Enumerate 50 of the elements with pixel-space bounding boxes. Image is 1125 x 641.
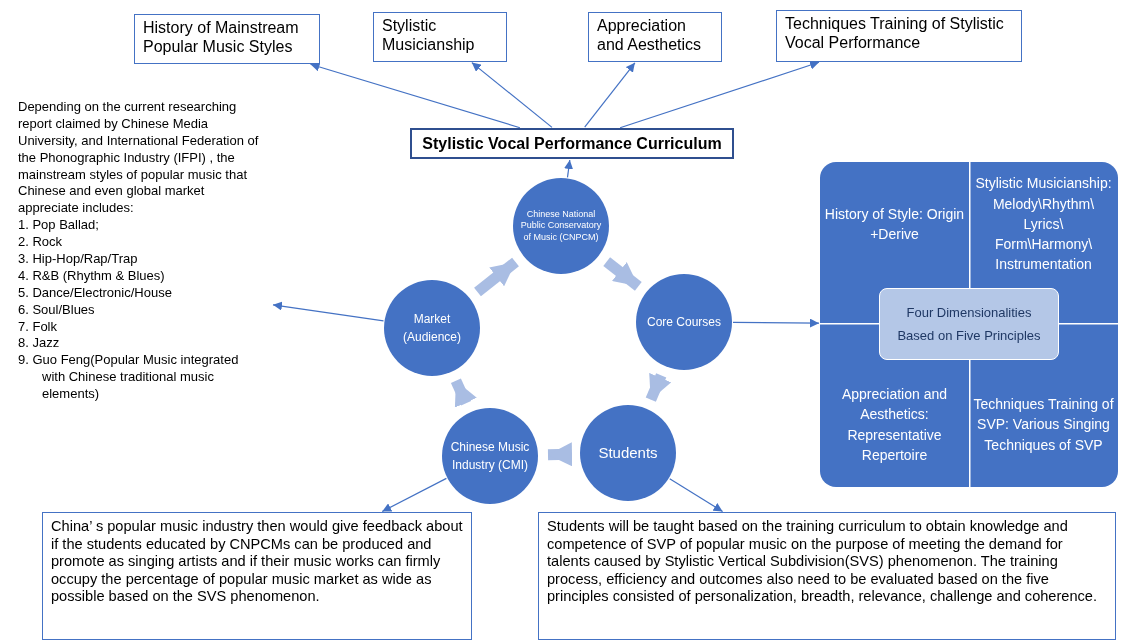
node-label: Four Dimensionalities Based on Five Principles bbox=[896, 303, 1042, 345]
text-box bbox=[588, 12, 722, 62]
node-label: Core Courses bbox=[647, 314, 721, 331]
text-box bbox=[373, 12, 507, 62]
node-label: Appreciation and Aesthetics bbox=[597, 17, 702, 54]
paragraph: Depending on the current researching report claimed by Chinese Media University, and International Federation of the Phonographic Industry (IFPI) , the mainstream styles of popular music that Chinese and even global market appreciate includes: bbox=[18, 99, 260, 218]
list-item: 3. Hip-Hop/Rap/Trap bbox=[18, 251, 139, 268]
list-item: 5. Dance/Electronic/House bbox=[18, 284, 173, 302]
node-label: Students bbox=[598, 442, 658, 463]
paragraph: Students will be taught based on the training curriculum to obtain knowledge and competence of SVP of popular music on the purpose of meeting the demand for talents caused by Stylistic Vertical Subdivision(SVS) phenomenon. The training process, efficiency and outcomes also need to be evaluated based on the five principles consisted of personalization, breadth, relevance, challenge and coherence. bbox=[547, 518, 1098, 604]
arrow bbox=[584, 62, 636, 128]
arrow bbox=[381, 477, 447, 513]
node-label: Market (Audience) bbox=[402, 311, 462, 346]
node-label: History of Mainstream Popular Music Styles bbox=[143, 19, 299, 56]
block-arrow bbox=[450, 378, 477, 408]
node-label: Stylistic Vocal Performance Curriculum bbox=[422, 134, 722, 153]
list-item: 1. Pop Ballad; bbox=[18, 217, 100, 235]
arrow bbox=[732, 318, 820, 328]
arrow bbox=[471, 62, 553, 128]
arrow bbox=[669, 478, 724, 513]
panel-background bbox=[820, 162, 1118, 487]
node-label: Techniques Training of SVP: Various Singing Techniques of SVP bbox=[973, 395, 1114, 455]
arrow bbox=[619, 60, 820, 129]
arrow bbox=[564, 159, 574, 178]
text-box bbox=[538, 512, 1116, 640]
block-arrow bbox=[645, 372, 672, 402]
node-label: History of Style: Origin +Derive bbox=[824, 204, 965, 244]
list-item: 4. R&B (Rhythm & Blues) bbox=[18, 267, 166, 285]
block-arrow bbox=[547, 442, 573, 467]
list-item: 8. Jazz bbox=[18, 335, 61, 353]
list-item: 7. Folk bbox=[18, 318, 58, 336]
list-item: 2. Rock bbox=[18, 234, 64, 251]
block-arrow bbox=[474, 257, 519, 297]
node-label: Stylistic Musicianship bbox=[382, 17, 475, 54]
text-box bbox=[42, 512, 472, 640]
node-label: Appreciation and Aesthetics: Representative Repertoire bbox=[840, 384, 949, 465]
title-box bbox=[410, 128, 734, 159]
paragraph: China’ s popular music industry then would give feedback about if the students educated by CNPCMs can be produced and promote as singing artists and if their music works can firmly occupy the percentage of popular music market as wide as possible based on the SVS phenomenon. bbox=[51, 518, 463, 604]
node-label: Chinese Music Industry (CMI) bbox=[449, 439, 531, 474]
text-box bbox=[776, 10, 1022, 62]
node-label: Techniques Training of Stylistic Vocal Performance bbox=[785, 15, 1004, 52]
center-box bbox=[879, 288, 1059, 360]
list-item: 6. Soul/Blues bbox=[18, 301, 96, 319]
text-box bbox=[134, 14, 320, 64]
arrow bbox=[272, 301, 385, 322]
arrow bbox=[309, 62, 521, 129]
block-arrow bbox=[603, 257, 642, 291]
node-label: Chinese National Public Conservatory of Music (CNPCM) bbox=[519, 209, 603, 243]
node-label: Stylistic Musicianship: Melody\Rhythm\ Lyrics\ Form\Harmony\ Instrumentation bbox=[974, 174, 1113, 275]
list-item: 9. Guo Feng(Popular Music integrated with Chinese traditional music elements) bbox=[18, 352, 240, 404]
